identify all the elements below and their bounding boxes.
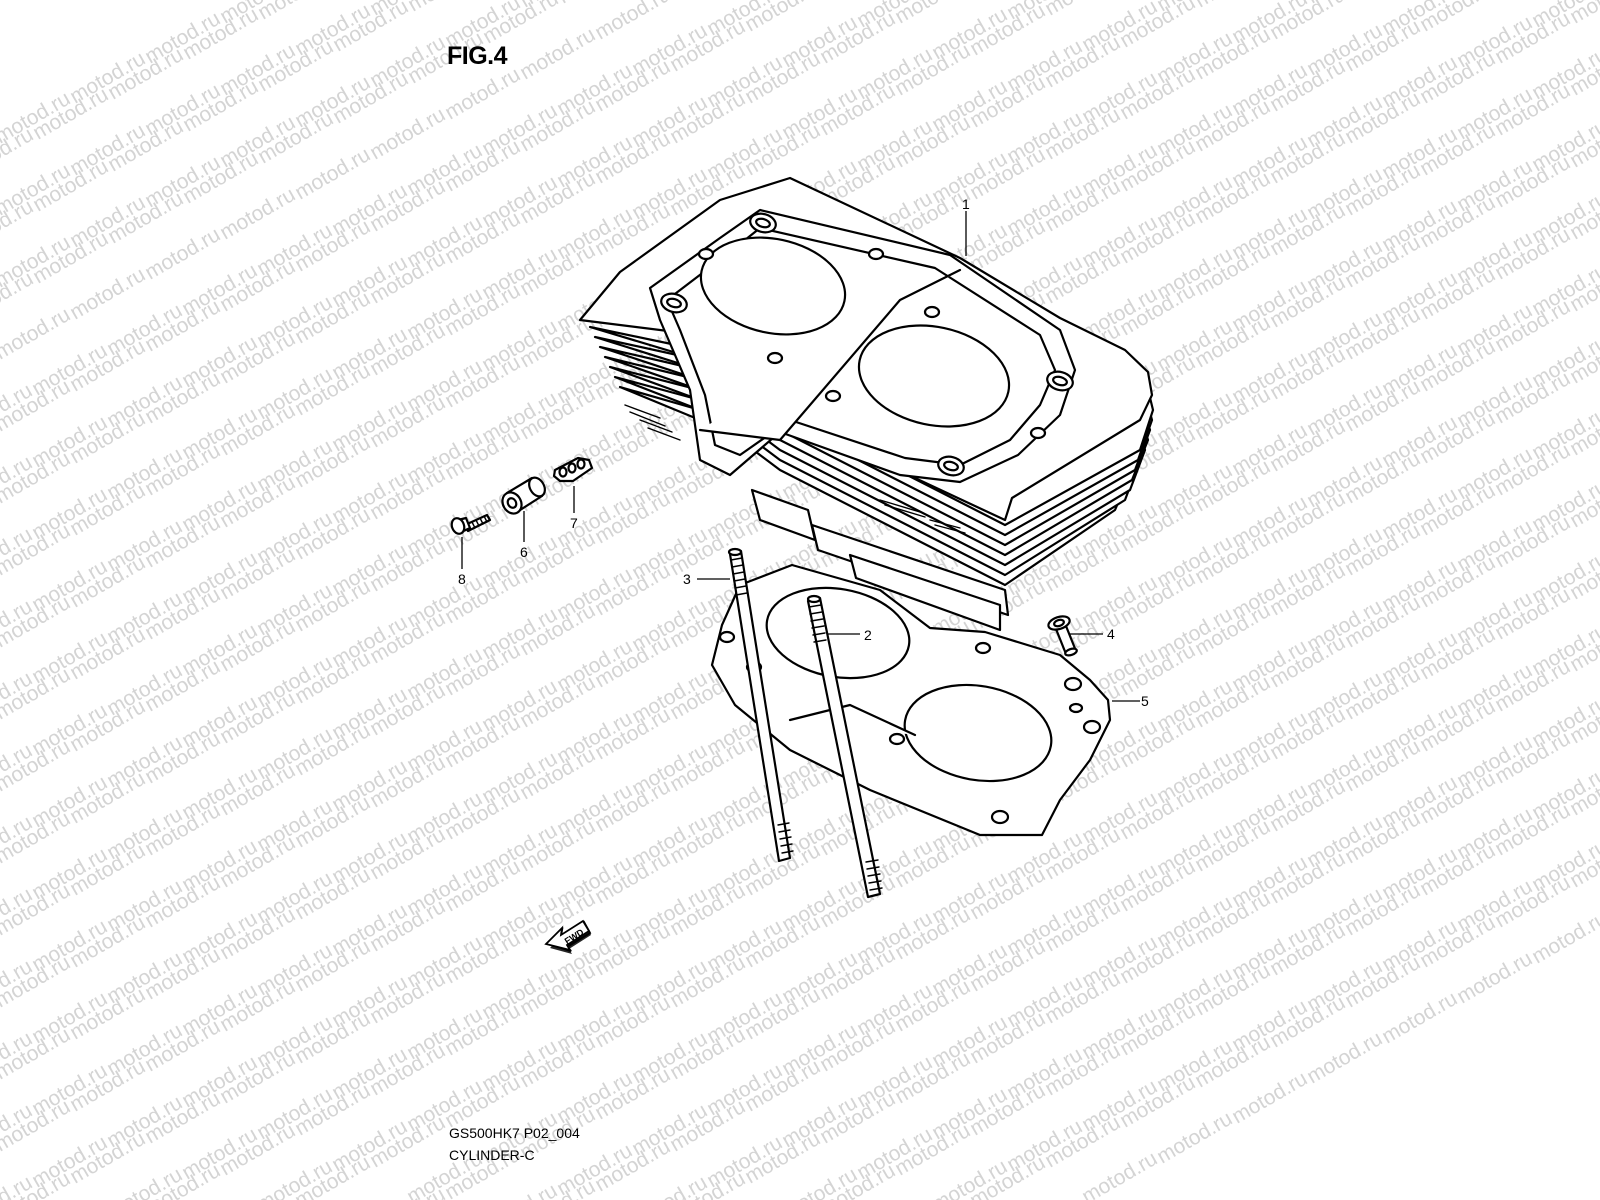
callout-2: 2 <box>864 627 872 643</box>
dowel-pin-drawing <box>1047 615 1078 657</box>
bolt-drawing <box>450 513 492 535</box>
stud-short-drawing <box>727 547 794 863</box>
callout-7: 7 <box>570 515 578 531</box>
o-ring-drawing <box>552 456 594 483</box>
callout-1: 1 <box>962 196 970 212</box>
callout-3: 3 <box>683 571 691 587</box>
cylinder-base-gasket-drawing <box>710 563 1112 837</box>
callout-5: 5 <box>1141 693 1149 709</box>
stud-long-drawing <box>806 594 883 899</box>
callout-6: 6 <box>520 544 528 560</box>
cylinder-drawing <box>578 176 1155 632</box>
callout-8: 8 <box>458 571 466 587</box>
callout-4: 4 <box>1107 626 1115 642</box>
drawing-name: CYLINDER-C <box>449 1147 535 1163</box>
fwd-arrow-icon: FWD <box>544 919 592 954</box>
drawing-code: GS500HK7 P02_004 <box>449 1125 580 1141</box>
figure-title: FIG.4 <box>447 42 508 70</box>
spacer-drawing <box>501 476 546 515</box>
